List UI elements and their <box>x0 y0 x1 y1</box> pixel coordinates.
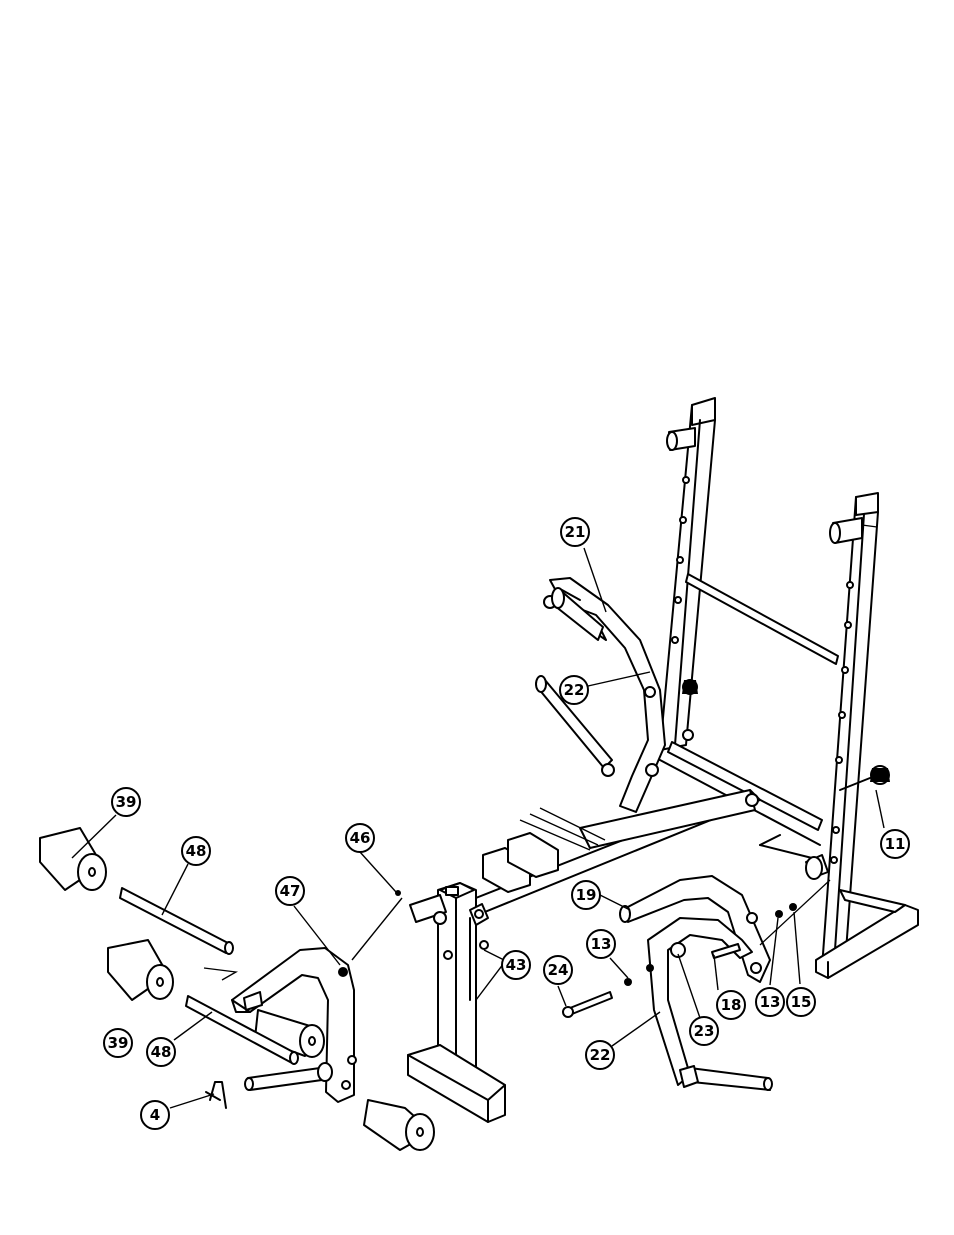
callout-21-upper: 21 <box>561 518 589 546</box>
svg-text:23: 23 <box>694 1022 715 1040</box>
callout-22-upper: 22 <box>560 676 588 704</box>
pad-39-lower <box>108 940 173 1000</box>
svg-text:13: 13 <box>760 993 781 1011</box>
callout-18: 18 <box>717 991 745 1019</box>
svg-text:11: 11 <box>885 835 906 853</box>
callout-48-lower: 48 <box>147 1038 175 1066</box>
svg-text:24: 24 <box>548 961 569 979</box>
svg-text:39: 39 <box>108 1034 129 1052</box>
svg-text:22: 22 <box>564 681 585 699</box>
svg-text:43: 43 <box>506 956 527 974</box>
leg-developer-left <box>204 948 434 1150</box>
callout-39-upper: 39 <box>112 788 140 816</box>
callout-13-left: 13 <box>587 930 615 958</box>
svg-text:47: 47 <box>280 882 301 900</box>
svg-text:48: 48 <box>186 842 207 860</box>
front-post <box>395 883 505 1122</box>
callout-43: 43 <box>502 951 530 979</box>
svg-text:39: 39 <box>116 793 137 811</box>
callout-4: 4 <box>141 1101 169 1129</box>
svg-text:46: 46 <box>350 829 371 847</box>
svg-text:18: 18 <box>721 996 742 1014</box>
svg-text:4: 4 <box>150 1106 160 1124</box>
leader-lines <box>72 548 884 1108</box>
callout-46: 46 <box>346 824 374 852</box>
pad-39-upper <box>40 828 106 890</box>
bench-rail <box>458 790 760 935</box>
svg-text:21: 21 <box>565 523 586 541</box>
svg-text:15: 15 <box>791 993 812 1011</box>
callout-47: 47 <box>276 877 304 905</box>
svg-text:22: 22 <box>590 1046 611 1064</box>
callout-22-lower: 22 <box>586 1041 614 1069</box>
svg-text:48: 48 <box>151 1043 172 1061</box>
callout-11: 11 <box>881 830 909 858</box>
callout-48-upper: 48 <box>182 837 210 865</box>
svg-text:19: 19 <box>576 886 597 904</box>
callout-13-right: 13 <box>756 988 784 1016</box>
callout-39-lower: 39 <box>104 1029 132 1057</box>
callout-15: 15 <box>787 988 815 1016</box>
callout-24: 24 <box>544 956 572 984</box>
callout-19: 19 <box>572 881 600 909</box>
svg-text:13: 13 <box>591 935 612 953</box>
callout-23: 23 <box>690 1017 718 1045</box>
